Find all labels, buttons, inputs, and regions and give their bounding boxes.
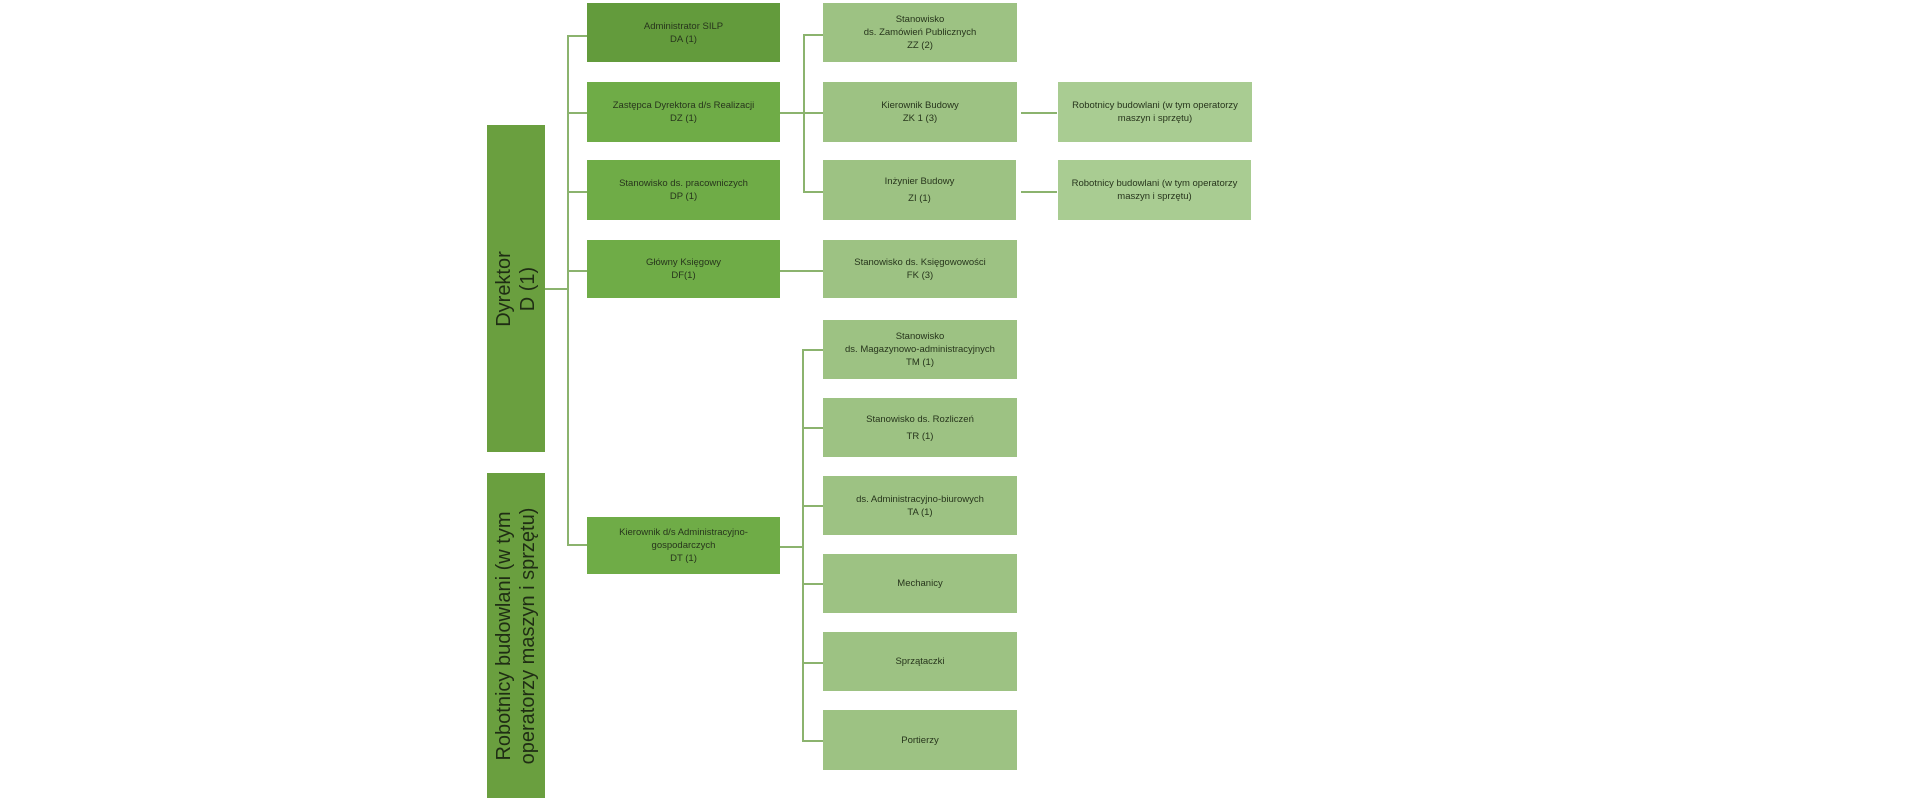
box-label: Sprzątaczki bbox=[895, 656, 945, 667]
box-code: DP (1) bbox=[669, 191, 698, 202]
box-label: ds. Administracyjno-biurowych bbox=[856, 493, 984, 505]
workers-vertical-box: Robotnicy budowlani (w tym operatorzy ma… bbox=[487, 473, 545, 798]
box-mechanicy: Mechanicy bbox=[823, 554, 1017, 613]
box-code: FK (3) bbox=[906, 270, 934, 281]
workers-line1: Robotnicy budowlani (w tym bbox=[493, 511, 515, 761]
box-label: Robotnicy budowlani (w tym operatorzy bbox=[1072, 100, 1238, 111]
box-sprzataczki: Sprzątaczki bbox=[823, 632, 1017, 691]
director-code: D (1) bbox=[517, 266, 539, 311]
box-label: Stanowisko bbox=[895, 14, 945, 25]
connector-tr bbox=[802, 427, 823, 429]
box-administracyjno-biurowe: ds. Administracyjno-biurowych TA (1) bbox=[823, 476, 1017, 535]
box-code: ZZ (2) bbox=[907, 40, 933, 51]
connector-ta bbox=[802, 505, 823, 507]
box-glowny-ksiegowy: Główny Księgowy DF(1) bbox=[587, 240, 780, 298]
box-code: ZK 1 (3) bbox=[902, 113, 938, 124]
box-label: Stanowisko bbox=[895, 331, 945, 342]
box-label: Kierownik Budowy bbox=[881, 100, 959, 111]
connector-zk-workers bbox=[1021, 112, 1057, 114]
box-portierzy: Portierzy bbox=[823, 710, 1017, 770]
box-code: TA (1) bbox=[907, 506, 933, 518]
box-label-cont: maszyn i sprzętu) bbox=[1117, 191, 1192, 202]
connector-zi bbox=[803, 191, 823, 193]
connector-zk bbox=[803, 112, 823, 114]
connector-da bbox=[567, 35, 587, 37]
connector-dp bbox=[567, 191, 587, 193]
box-label: Administrator SILP bbox=[643, 20, 724, 32]
connector-zi-workers bbox=[1021, 191, 1057, 193]
box-label: Stanowisko ds. Księgowowości bbox=[854, 257, 986, 268]
workers-line2: operatorzy maszyn i sprzętu) bbox=[517, 507, 539, 764]
box-code: DT (1) bbox=[670, 553, 697, 564]
box-kierownik-budowy: Kierownik Budowy ZK 1 (3) bbox=[823, 82, 1017, 142]
box-label: Inżynier Budowy bbox=[884, 176, 955, 187]
box-ksiegowosc: Stanowisko ds. Księgowowości FK (3) bbox=[823, 240, 1017, 298]
box-label: Główny Księgowy bbox=[646, 257, 721, 268]
box-label: Robotnicy budowlani (w tym operatorzy bbox=[1071, 178, 1238, 189]
box-label-cont: maszyn i sprzętu) bbox=[1117, 113, 1193, 124]
box-code: DZ (1) bbox=[670, 113, 697, 124]
box-code: DF(1) bbox=[671, 270, 696, 281]
trunk-connector bbox=[567, 35, 569, 545]
box-inzynier-budowy: Inżynier Budowy ZI (1) bbox=[823, 160, 1016, 220]
box-label-cont: gospodarczych bbox=[651, 540, 716, 551]
connector-dz bbox=[567, 112, 587, 114]
box-zamowienia-publiczne: Stanowisko ds. Zamówień Publicznych ZZ (… bbox=[823, 3, 1017, 62]
box-label: Zastępca Dyrektora d/s Realizacji bbox=[612, 100, 755, 111]
connector-sprz bbox=[802, 662, 823, 664]
box-zastepca-dyrektora: Zastępca Dyrektora d/s Realizacji DZ (1) bbox=[587, 82, 780, 142]
connector-fk bbox=[780, 270, 823, 272]
connector-df bbox=[567, 270, 587, 272]
box-label: Stanowisko ds. Rozliczeń bbox=[866, 413, 974, 425]
box-stanowisko-pracownicze: Stanowisko ds. pracowniczych DP (1) bbox=[587, 160, 780, 220]
director-box: Dyrektor D (1) bbox=[487, 125, 545, 452]
box-code: TR (1) bbox=[906, 430, 934, 442]
box-magazynowo-administracyjne: Stanowisko ds. Magazynowo-administracyjn… bbox=[823, 320, 1017, 379]
box-administrator-silp: Administrator SILP DA (1) bbox=[587, 3, 780, 62]
box-robotnicy-budowlani-zk: Robotnicy budowlani (w tym operatorzy ma… bbox=[1058, 82, 1252, 142]
box-robotnicy-budowlani-zi: Robotnicy budowlani (w tym operatorzy ma… bbox=[1058, 160, 1251, 220]
box-code: ZI (1) bbox=[908, 193, 931, 204]
box-label: Mechanicy bbox=[897, 578, 943, 589]
connector-dt bbox=[567, 544, 587, 546]
box-rozliczenia: Stanowisko ds. Rozliczeń TR (1) bbox=[823, 398, 1017, 457]
connector-zz bbox=[803, 34, 823, 36]
connector-dz-out bbox=[780, 112, 803, 114]
director-title: Dyrektor bbox=[493, 250, 515, 327]
box-label: Stanowisko ds. pracowniczych bbox=[619, 178, 748, 189]
box-kierownik-administracyjny: Kierownik d/s Administracyjno- gospodarc… bbox=[587, 517, 780, 574]
root-connector bbox=[545, 288, 568, 290]
box-code: TM (1) bbox=[906, 357, 934, 368]
connector-tm bbox=[802, 349, 823, 351]
box-label-cont: ds. Zamówień Publicznych bbox=[863, 27, 977, 38]
connector-dt-out bbox=[780, 546, 803, 548]
box-code: DA (1) bbox=[670, 33, 697, 45]
connector-dt-branch bbox=[802, 349, 804, 741]
box-label: Portierzy bbox=[901, 734, 939, 746]
box-label-cont: ds. Magazynowo-administracyjnych bbox=[845, 344, 995, 355]
connector-mech bbox=[802, 583, 823, 585]
connector-port bbox=[802, 740, 823, 742]
box-label: Kierownik d/s Administracyjno- bbox=[619, 527, 748, 538]
